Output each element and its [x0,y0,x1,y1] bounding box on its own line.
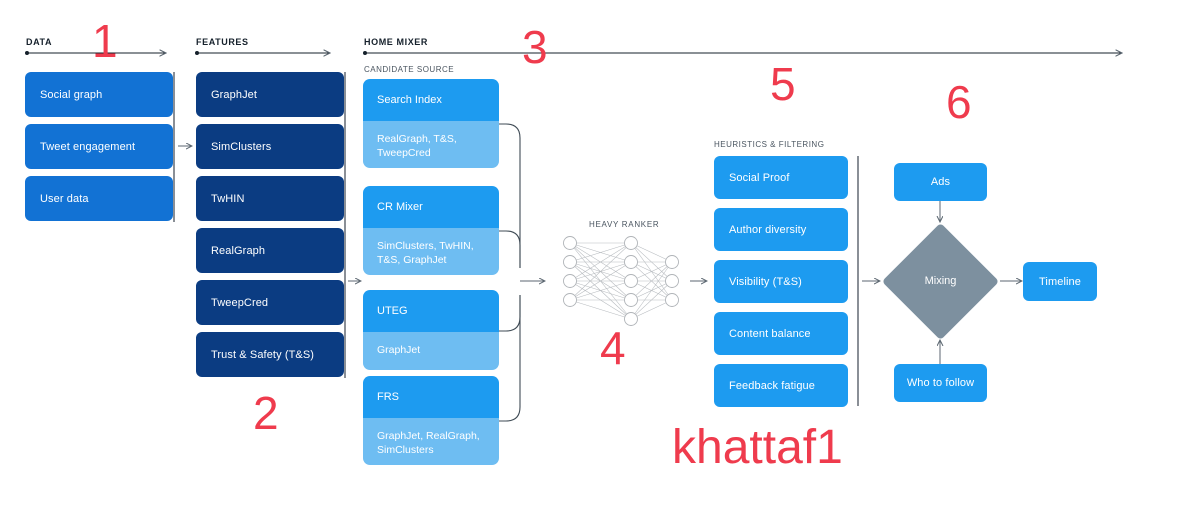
feature-box-trust-and-safety[interactable]: Trust & Safety (T&S) [196,332,344,377]
candidate-source-card-uteg[interactable]: UTEG GraphJet [363,290,499,370]
annotation-number-6: 6 [946,76,972,128]
heuristic-box-label: Visibility (T&S) [729,275,802,288]
mixing-label: Mixing [924,275,957,287]
heuristic-box-feedback-fatigue[interactable]: Feedback fatigue [714,364,848,407]
section-label-heuristics: HEURISTICS & FILTERING [714,140,825,149]
heuristic-box-label: Feedback fatigue [729,379,815,392]
candidate-source-title: UTEG [363,290,499,332]
heuristic-box-visibility[interactable]: Visibility (T&S) [714,260,848,303]
divider-features-column [344,72,346,378]
feature-box-realgraph[interactable]: RealGraph [196,228,344,273]
mixing-input-who-to-follow[interactable]: Who to follow [894,364,987,402]
feature-box-tweepcred[interactable]: TweepCred [196,280,344,325]
annotation-number-1: 1 [92,15,118,67]
heuristic-box-author-diversity[interactable]: Author diversity [714,208,848,251]
feature-box-label: SimClusters [211,140,272,153]
axis-arrow-data [25,51,166,55]
candidate-source-features: RealGraph, T&S, TweepCred [363,121,499,168]
axis-arrow-home-mixer [363,51,1122,55]
data-box-label: Tweet engagement [40,140,136,153]
watermark-text: khattaf1 [672,421,843,474]
heuristic-box-content-balance[interactable]: Content balance [714,312,848,355]
divider-heuristics-column [857,156,859,406]
annotation-number-5: 5 [770,58,796,110]
timeline-output-box[interactable]: Timeline [1023,262,1097,301]
candidate-source-features: GraphJet [363,332,499,370]
candidate-source-features: GraphJet, RealGraph, SimClusters [363,418,499,465]
data-box-label: Social graph [40,88,103,101]
annotation-number-4: 4 [600,322,626,374]
section-label-data: DATA [26,37,53,47]
annotation-number-3: 3 [522,21,548,73]
feature-box-label: TweepCred [211,296,269,309]
candidate-source-title: FRS [363,376,499,418]
heuristic-box-label: Author diversity [729,223,807,236]
divider-data-column [173,72,175,222]
mixing-input-ads[interactable]: Ads [894,163,987,201]
heuristic-box-label: Social Proof [729,171,790,184]
annotation-number-2: 2 [253,387,279,439]
heuristic-box-label: Content balance [729,327,811,340]
candidate-source-card-cr-mixer[interactable]: CR Mixer SimClusters, TwHIN, T&S, GraphJ… [363,186,499,275]
candidate-source-features: SimClusters, TwHIN, T&S, GraphJet [363,228,499,275]
data-box-tweet-engagement[interactable]: Tweet engagement [25,124,173,169]
section-label-home-mixer: HOME MIXER [364,37,429,47]
candidate-source-bus [499,123,521,422]
data-box-user-data[interactable]: User data [25,176,173,221]
candidate-source-card-search-index[interactable]: Search Index RealGraph, T&S, TweepCred [363,79,499,168]
heavy-ranker-nodes [563,236,679,326]
feature-box-simclusters[interactable]: SimClusters [196,124,344,169]
section-label-heavy-ranker: HEAVY RANKER [589,220,660,229]
data-box-social-graph[interactable]: Social graph [25,72,173,117]
data-box-label: User data [40,192,89,205]
ads-label: Ads [930,176,951,188]
who-to-follow-label: Who to follow [906,377,975,389]
heavy-ranker-network [569,242,673,320]
candidate-source-title: Search Index [363,79,499,121]
feature-box-label: TwHIN [211,192,245,205]
feature-box-label: GraphJet [211,88,258,101]
feature-box-graphjet[interactable]: GraphJet [196,72,344,117]
feature-box-label: Trust & Safety (T&S) [211,348,315,361]
section-label-features: FEATURES [196,37,249,47]
candidate-source-card-frs[interactable]: FRS GraphJet, RealGraph, SimClusters [363,376,499,465]
candidate-source-title: CR Mixer [363,186,499,228]
feature-box-label: RealGraph [211,244,266,257]
heuristic-box-social-proof[interactable]: Social Proof [714,156,848,199]
axis-arrow-features [195,51,330,55]
feature-box-twhin[interactable]: TwHIN [196,176,344,221]
timeline-label: Timeline [1039,275,1081,288]
section-label-candidate-source: CANDIDATE SOURCE [364,65,455,74]
